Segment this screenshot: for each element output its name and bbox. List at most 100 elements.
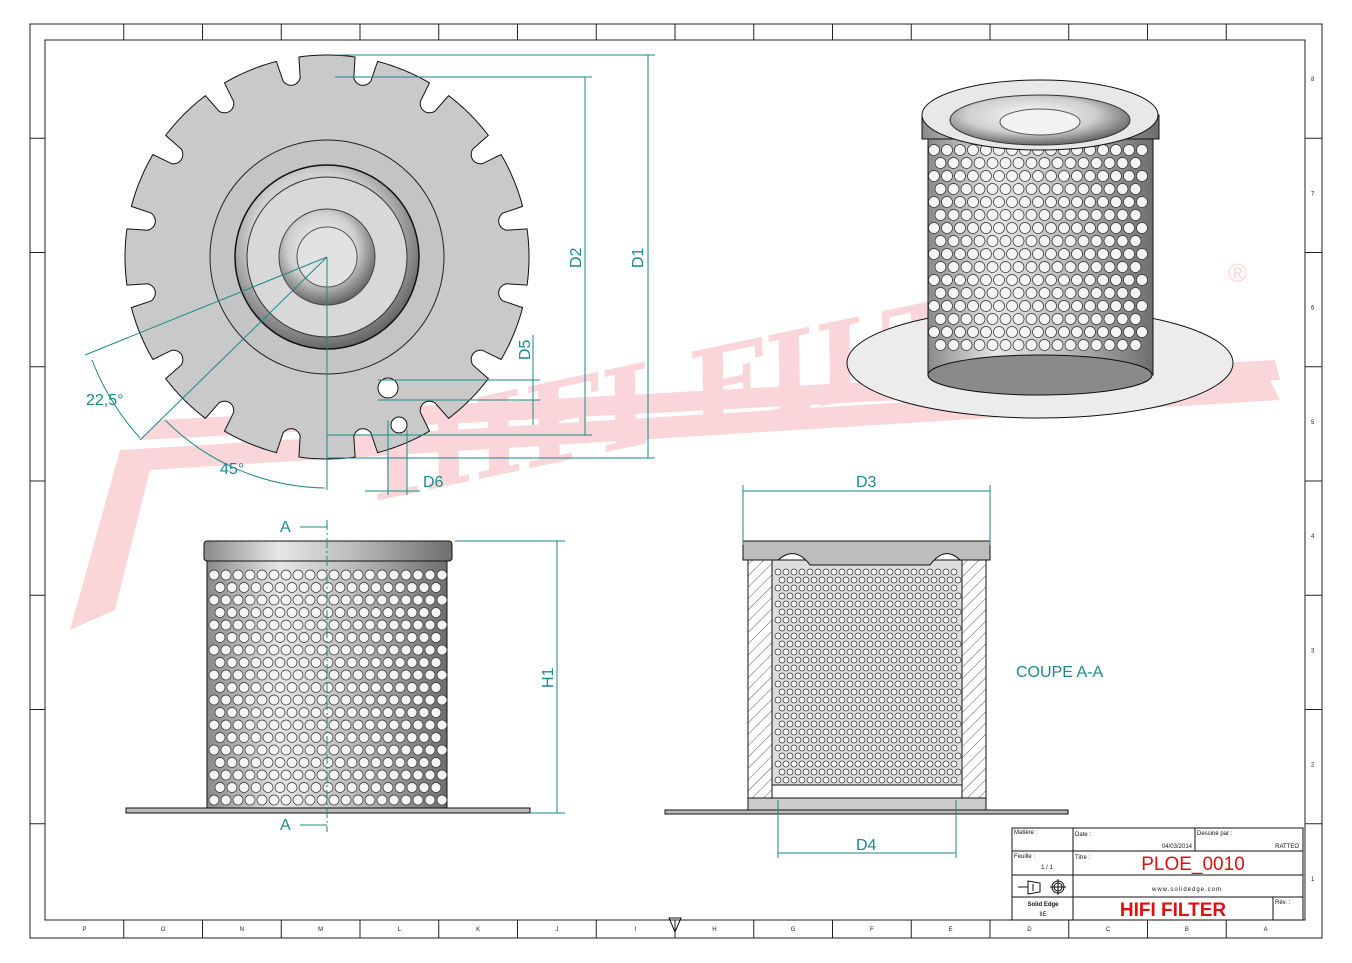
- perforation-hole: [922, 736, 930, 744]
- perforation-hole: [280, 719, 292, 731]
- perforation-hole: [926, 680, 934, 688]
- perforation-hole: [794, 768, 802, 776]
- perforation-hole: [1077, 339, 1090, 351]
- perforation-hole: [220, 769, 232, 781]
- perforation-hole: [292, 644, 304, 656]
- perforation-hole: [232, 669, 244, 681]
- perforation-hole: [980, 300, 992, 312]
- perforation-hole: [890, 704, 898, 712]
- perforation-hole: [214, 582, 226, 593]
- perforation-hole: [1084, 326, 1096, 338]
- perforation-hole: [1045, 222, 1057, 234]
- perforation-hole: [822, 568, 830, 576]
- perforation-hole: [232, 644, 244, 656]
- perforation-hole: [862, 600, 870, 608]
- perforation-hole: [352, 644, 364, 656]
- perforation-hole: [782, 680, 790, 688]
- perforation-hole: [862, 776, 870, 784]
- perforation-hole: [818, 768, 826, 776]
- perforation-hole: [790, 648, 798, 656]
- perforation-hole: [1038, 235, 1051, 247]
- perforation-hole: [388, 769, 400, 781]
- perforation-hole: [250, 657, 262, 668]
- perforation-hole: [1038, 313, 1051, 325]
- perforation-hole: [250, 757, 262, 768]
- perforation-hole: [954, 656, 962, 664]
- perforation-hole: [846, 600, 854, 608]
- perforation-hole: [244, 619, 256, 631]
- perforation-hole: [1032, 222, 1044, 234]
- perforation-hole: [1136, 196, 1148, 208]
- perforation-hole: [1116, 339, 1129, 351]
- perforation-hole: [418, 707, 430, 718]
- perforation-hole: [1019, 248, 1031, 260]
- perforation-hole: [822, 776, 830, 784]
- perforation-hole: [838, 568, 846, 576]
- perforation-hole: [993, 274, 1005, 286]
- perforation-hole: [274, 732, 286, 743]
- perforation-hole: [1019, 222, 1031, 234]
- perforation-hole: [926, 728, 934, 736]
- perforation-hole: [870, 696, 878, 704]
- perforation-hole: [1025, 313, 1038, 325]
- perforation-hole: [878, 712, 886, 720]
- perforation-hole: [1006, 170, 1018, 182]
- perforation-hole: [794, 640, 802, 648]
- perforation-hole: [894, 600, 902, 608]
- perforation-hole: [794, 672, 802, 680]
- perforation-hole: [220, 694, 232, 706]
- perforation-hole: [806, 744, 814, 752]
- perforation-hole: [268, 744, 280, 756]
- perforation-hole: [986, 339, 999, 351]
- perforation-hole: [802, 608, 810, 616]
- perforation-hole: [830, 632, 838, 640]
- perforation-hole: [954, 248, 966, 260]
- perforation-hole: [898, 624, 906, 632]
- perforation-hole: [1012, 261, 1025, 273]
- perforation-hole: [806, 760, 814, 768]
- rev-label: Rév. :: [1275, 900, 1291, 906]
- perforation-hole: [412, 569, 424, 581]
- perforation-hole: [304, 694, 316, 706]
- perforation-hole: [874, 576, 882, 584]
- perforation-hole: [838, 616, 846, 624]
- perforation-hole: [980, 248, 992, 260]
- perforation-hole: [802, 752, 810, 760]
- perforation-hole: [934, 584, 942, 592]
- perforation-hole: [954, 768, 962, 776]
- perforation-hole: [778, 752, 786, 760]
- perforation-hole: [960, 287, 973, 299]
- perforation-hole: [834, 656, 842, 664]
- perforation-hole: [850, 576, 858, 584]
- drawn-by-label: Dessiné par :: [1197, 831, 1233, 837]
- perforation-hole: [256, 569, 268, 581]
- perforation-hole: [794, 624, 802, 632]
- perforation-hole: [906, 672, 914, 680]
- perforation-hole: [922, 592, 930, 600]
- perforation-hole: [436, 669, 448, 681]
- perforation-hole: [1077, 261, 1090, 273]
- perforation-hole: [942, 584, 950, 592]
- perforation-hole: [902, 664, 910, 672]
- perforation-hole: [316, 744, 328, 756]
- perforation-hole: [906, 768, 914, 776]
- perforation-hole: [208, 794, 220, 806]
- perforation-hole: [430, 607, 442, 618]
- perforation-hole: [310, 732, 322, 743]
- perforation-hole: [794, 704, 802, 712]
- perforation-hole: [778, 768, 786, 776]
- perforation-hole: [268, 644, 280, 656]
- perforation-hole: [298, 607, 310, 618]
- perforation-hole: [918, 696, 926, 704]
- perforation-hole: [874, 688, 882, 696]
- perforation-hole: [798, 648, 806, 656]
- perforation-hole: [914, 656, 922, 664]
- perforation-hole: [838, 584, 846, 592]
- d4-label: D4: [856, 837, 877, 854]
- perforation-hole: [894, 584, 902, 592]
- perforation-hole: [238, 607, 250, 618]
- perforation-hole: [910, 616, 918, 624]
- perforation-hole: [1084, 248, 1096, 260]
- perforation-hole: [274, 582, 286, 593]
- perforation-hole: [340, 594, 352, 606]
